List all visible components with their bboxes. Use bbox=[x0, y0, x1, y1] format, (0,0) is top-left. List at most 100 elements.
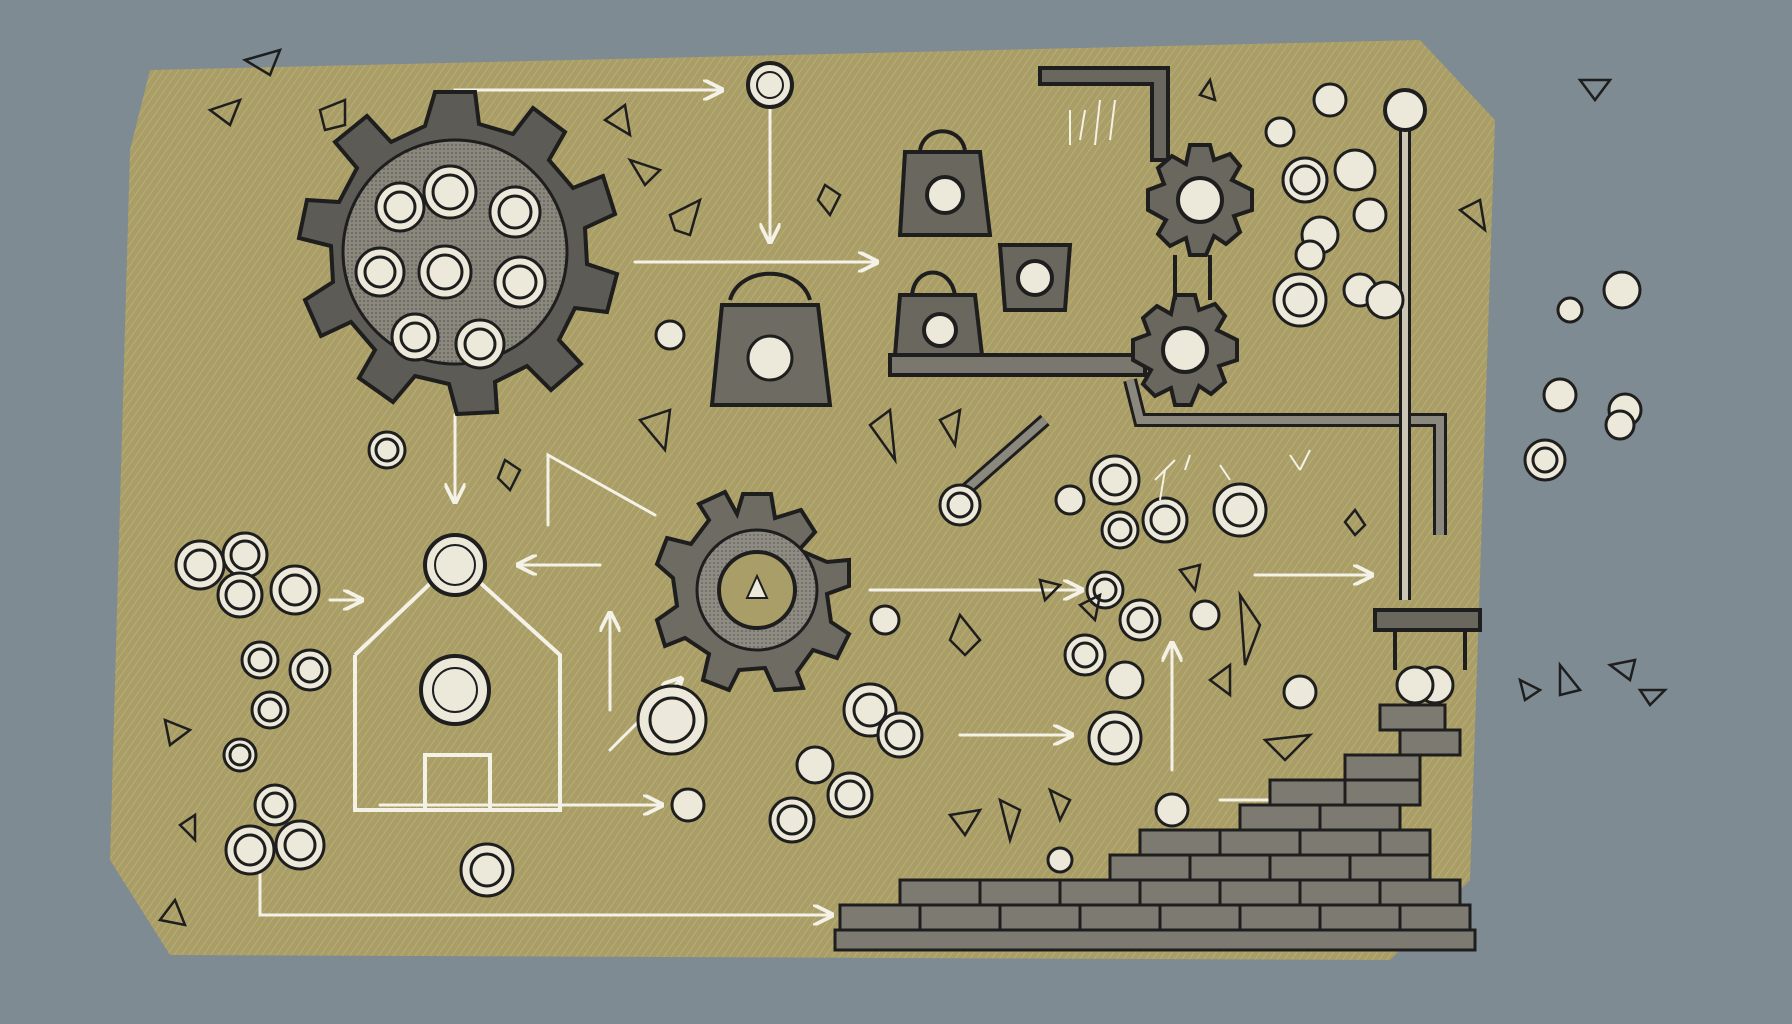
coin-icon bbox=[269, 564, 321, 616]
diamond-icon bbox=[1238, 590, 1262, 666]
coin-icon bbox=[1087, 710, 1143, 766]
coin-icon bbox=[1089, 454, 1141, 506]
diamond-icon bbox=[1577, 78, 1613, 103]
diamond-icon bbox=[496, 458, 522, 493]
bars-icon bbox=[833, 703, 1477, 952]
diamond-icon bbox=[1558, 661, 1583, 697]
diamond-icon bbox=[627, 157, 663, 188]
coin-icon bbox=[1189, 599, 1221, 631]
coin-icon bbox=[240, 640, 280, 680]
diamond-icon bbox=[637, 408, 672, 454]
diamond-icon bbox=[668, 197, 702, 237]
diamond-icon bbox=[241, 48, 283, 77]
diamond-icon bbox=[998, 797, 1022, 845]
diamond-icon bbox=[1077, 592, 1102, 623]
coin-icon bbox=[654, 319, 686, 351]
diamond-icon bbox=[163, 717, 193, 748]
diamond-icon bbox=[1047, 787, 1072, 824]
coin-icon bbox=[1118, 598, 1162, 642]
coin-icon bbox=[1105, 660, 1145, 700]
diamond-icon bbox=[1198, 76, 1217, 102]
pipe-machine-with-gears bbox=[955, 66, 1482, 670]
coin-icon bbox=[1141, 496, 1189, 544]
bag-icon bbox=[897, 129, 993, 237]
coin-icon bbox=[1264, 116, 1296, 148]
coin-icon bbox=[1365, 280, 1405, 320]
coin-icon bbox=[1294, 239, 1326, 271]
coin-icon bbox=[795, 745, 835, 785]
gear-icon bbox=[654, 489, 852, 693]
diamond-icon bbox=[938, 407, 962, 449]
coin-icon bbox=[1602, 270, 1642, 310]
coin-icon bbox=[174, 539, 226, 591]
gear-icon bbox=[1146, 143, 1254, 257]
coin-icon bbox=[222, 737, 258, 773]
coin-icon bbox=[768, 796, 816, 844]
sparkles bbox=[1069, 99, 1311, 501]
coin-icon bbox=[1542, 377, 1578, 413]
coin-icon bbox=[1046, 846, 1074, 874]
coins bbox=[174, 82, 1643, 898]
coin-icon bbox=[250, 690, 290, 730]
gear-icon bbox=[1131, 293, 1239, 407]
coin-icon bbox=[1063, 633, 1107, 677]
diamond-icon bbox=[1262, 733, 1314, 762]
coin-icon bbox=[869, 604, 901, 636]
coins bbox=[354, 164, 547, 370]
coin-icon bbox=[274, 819, 326, 871]
diamond-icon bbox=[947, 808, 983, 838]
diamond-icon bbox=[602, 102, 632, 138]
bag-icon bbox=[997, 243, 1073, 312]
coin-icon bbox=[1556, 296, 1584, 324]
stacked-bars-pyramid bbox=[833, 665, 1477, 952]
coin-icon bbox=[1312, 82, 1348, 118]
diamond-icon bbox=[816, 183, 842, 218]
coin-icon bbox=[1523, 438, 1567, 482]
large-gear-with-coins bbox=[296, 90, 620, 417]
coin-icon bbox=[1154, 792, 1190, 828]
coin-icon bbox=[1085, 570, 1125, 610]
coin-icon bbox=[221, 531, 269, 579]
diamond-icon bbox=[1637, 688, 1669, 707]
small-gear bbox=[654, 489, 852, 693]
coin-icon bbox=[938, 483, 982, 527]
diamond-icon bbox=[157, 897, 188, 927]
diamond-icon bbox=[1518, 677, 1543, 703]
coin-icon bbox=[1604, 409, 1636, 441]
pipe-icon bbox=[1038, 66, 1170, 162]
diamond-icon bbox=[1207, 662, 1232, 698]
diamond-icon bbox=[1457, 198, 1487, 234]
money-bags bbox=[888, 129, 1147, 377]
diamond-icon bbox=[948, 612, 982, 657]
coin-icon bbox=[253, 783, 297, 827]
coin-icon bbox=[826, 771, 874, 819]
diamond-icon bbox=[178, 812, 197, 844]
coin-icon bbox=[1212, 482, 1268, 538]
diamond-icon bbox=[1038, 578, 1063, 603]
coin-icon bbox=[636, 684, 708, 756]
diamond-icon bbox=[318, 98, 347, 132]
bank-house bbox=[353, 533, 562, 812]
diamond-icon bbox=[1607, 658, 1637, 683]
coin-icon bbox=[876, 711, 924, 759]
crystals bbox=[157, 48, 1669, 927]
coin-icon bbox=[670, 787, 706, 823]
diamond-icon bbox=[868, 407, 897, 465]
diamond-icon bbox=[207, 97, 243, 127]
coin-icon bbox=[1100, 510, 1140, 550]
coin-icon bbox=[1282, 674, 1318, 710]
coin-icon bbox=[224, 824, 276, 876]
bag-icon bbox=[892, 270, 985, 357]
coin-icon bbox=[1272, 272, 1328, 328]
coin-icon bbox=[288, 648, 332, 692]
coin-icon bbox=[216, 571, 264, 619]
coin-icon bbox=[1054, 484, 1086, 516]
coin-icon bbox=[1352, 197, 1388, 233]
coin-icon bbox=[459, 842, 515, 898]
diamond-icon bbox=[1177, 563, 1202, 593]
diamond-icon bbox=[1343, 507, 1367, 537]
balance-scale bbox=[709, 61, 833, 407]
coin-icon bbox=[367, 430, 407, 470]
